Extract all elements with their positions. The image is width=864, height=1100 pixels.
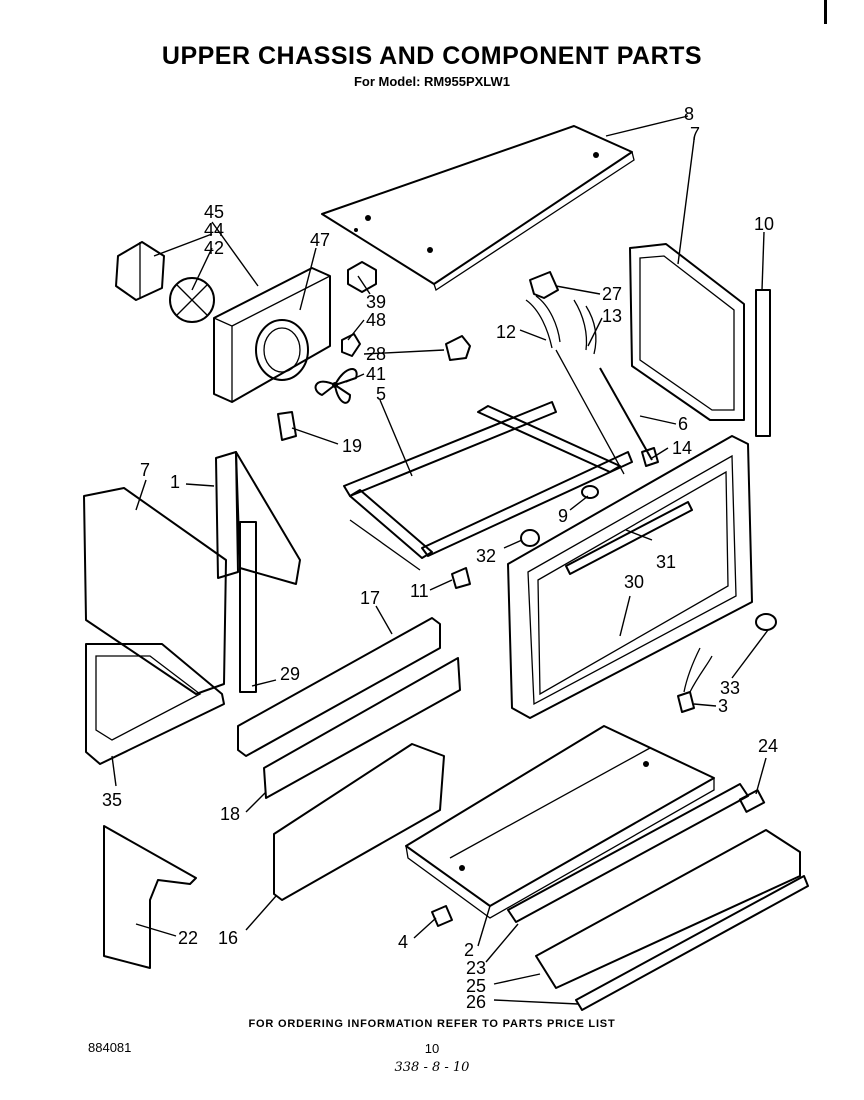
callout-48: 48 (366, 310, 386, 330)
handwritten-code: 338 - 8 - 10 (394, 1060, 470, 1075)
callout-11: 11 (410, 581, 429, 601)
left-side-panel (83, 451, 301, 765)
callout-23: 23 (466, 958, 486, 978)
top-cover-plate (321, 125, 635, 292)
lower-panel-16 (273, 743, 445, 901)
rail-17 (237, 617, 441, 757)
front-door-frame (507, 435, 753, 719)
page-title: UPPER CHASSIS AND COMPONENT PARTS (161, 42, 703, 70)
clip-19 (277, 411, 297, 441)
callout-19: 19 (342, 436, 362, 456)
knob-33 (755, 613, 777, 631)
callout-10: 10 (754, 214, 774, 234)
callout-29: 29 (280, 664, 300, 684)
callout-33: 33 (720, 678, 740, 698)
callout-5: 5 (376, 384, 386, 404)
callout-7-right: 7 (690, 124, 700, 144)
callout-6: 6 (678, 414, 688, 434)
clip-14 (641, 447, 659, 467)
callout-45: 45 (204, 202, 224, 222)
panel-18 (263, 657, 461, 799)
trim-bar-31 (565, 501, 693, 575)
callout-42: 42 (204, 238, 224, 258)
bracket-27 (529, 271, 559, 299)
corner-piece-22 (103, 825, 197, 969)
lamp-reflector-assembly (507, 783, 809, 1011)
corner-mark (824, 0, 827, 24)
callout-31: 31 (656, 552, 676, 572)
callout-8: 8 (684, 104, 694, 124)
callout-14: 14 (672, 438, 692, 458)
knob-32 (520, 529, 540, 547)
clip-4 (431, 905, 453, 927)
callout-41: 41 (366, 364, 386, 384)
callout-18: 18 (220, 804, 240, 824)
callout-17: 17 (360, 588, 380, 608)
callout-32: 32 (476, 546, 496, 566)
trim-strip (755, 289, 771, 437)
connector-3 (677, 647, 713, 713)
callout-9: 9 (558, 506, 568, 526)
model-subtitle: For Model: RM955PXLW1 (353, 74, 511, 89)
callout-26: 26 (466, 992, 486, 1012)
callout-12: 12 (496, 322, 516, 342)
callout-16: 16 (218, 928, 238, 948)
ordering-note: FOR ORDERING INFORMATION REFER TO PARTS … (248, 1018, 616, 1030)
callout-labels: 8 7 10 45 44 42 47 39 48 28 41 19 27 12 … (102, 104, 778, 1012)
callout-7-left: 7 (140, 460, 150, 480)
callout-4: 4 (398, 932, 408, 952)
callout-30: 30 (624, 572, 644, 592)
right-side-panel (629, 243, 745, 421)
leader-lines (111, 115, 769, 1005)
frame-rails (343, 401, 633, 571)
callout-39: 39 (366, 292, 386, 312)
fan-housing (213, 267, 331, 403)
callout-1: 1 (170, 472, 180, 492)
callout-44: 44 (204, 220, 224, 240)
callout-2: 2 (464, 940, 474, 960)
callout-27: 27 (602, 284, 622, 304)
wiring-harness (525, 295, 653, 475)
callout-47: 47 (310, 230, 330, 250)
page-number: 10 (424, 1041, 440, 1056)
clip-11 (451, 567, 471, 589)
callout-3: 3 (718, 696, 728, 716)
knob-9 (581, 485, 599, 499)
bracket-39 (347, 261, 377, 293)
document-number: 884081 (88, 1040, 132, 1055)
callout-13: 13 (602, 306, 622, 326)
callout-22: 22 (178, 928, 198, 948)
fan-blade (314, 368, 358, 404)
callout-25: 25 (466, 976, 486, 996)
bracket-28 (445, 335, 471, 361)
callout-24: 24 (758, 736, 778, 756)
callout-28: 28 (366, 344, 386, 364)
bottom-tray (405, 725, 715, 919)
callout-35: 35 (102, 790, 122, 810)
motor-assembly (115, 241, 215, 323)
